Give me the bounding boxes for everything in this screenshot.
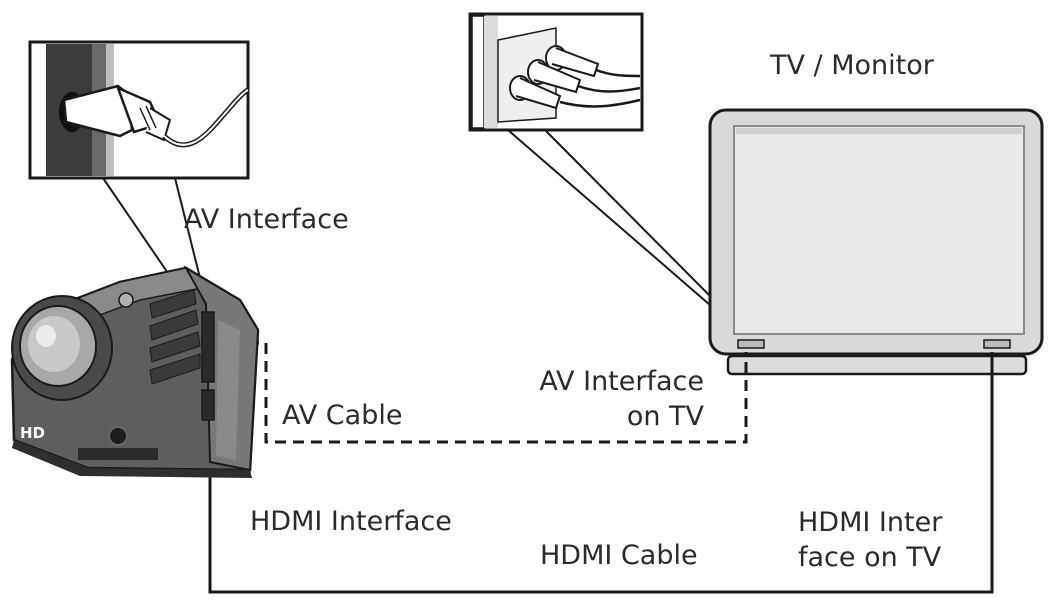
label-hdmi-interface-on-tv: HDMI Inter face on TV: [798, 507, 943, 573]
tv-screen: [733, 125, 1025, 335]
tv-callout-line-right: [544, 129, 715, 301]
label-av-interface-on-tv: AV Interface on TV: [539, 366, 704, 432]
label-hdmi-interface: HDMI Interface: [250, 506, 452, 537]
camera: [10, 265, 260, 478]
label-hdmi-cable: HDMI Cable: [540, 540, 698, 571]
tv-av-port-inset: [468, 12, 644, 132]
tv-av-port: [737, 339, 765, 349]
tv-monitor: [708, 108, 1044, 376]
camera-hd-badge: HD: [20, 424, 46, 442]
tv-hdmi-port: [983, 339, 1011, 349]
tv-stand: [726, 354, 1028, 376]
tv-callout-line-left: [507, 129, 711, 306]
hdmi-cable-line: [208, 352, 994, 594]
label-av-interface: AV Interface: [184, 204, 349, 235]
label-av-cable: AV Cable: [282, 400, 403, 431]
av-port-inset: [28, 40, 250, 180]
label-tv-monitor: TV / Monitor: [770, 50, 934, 81]
